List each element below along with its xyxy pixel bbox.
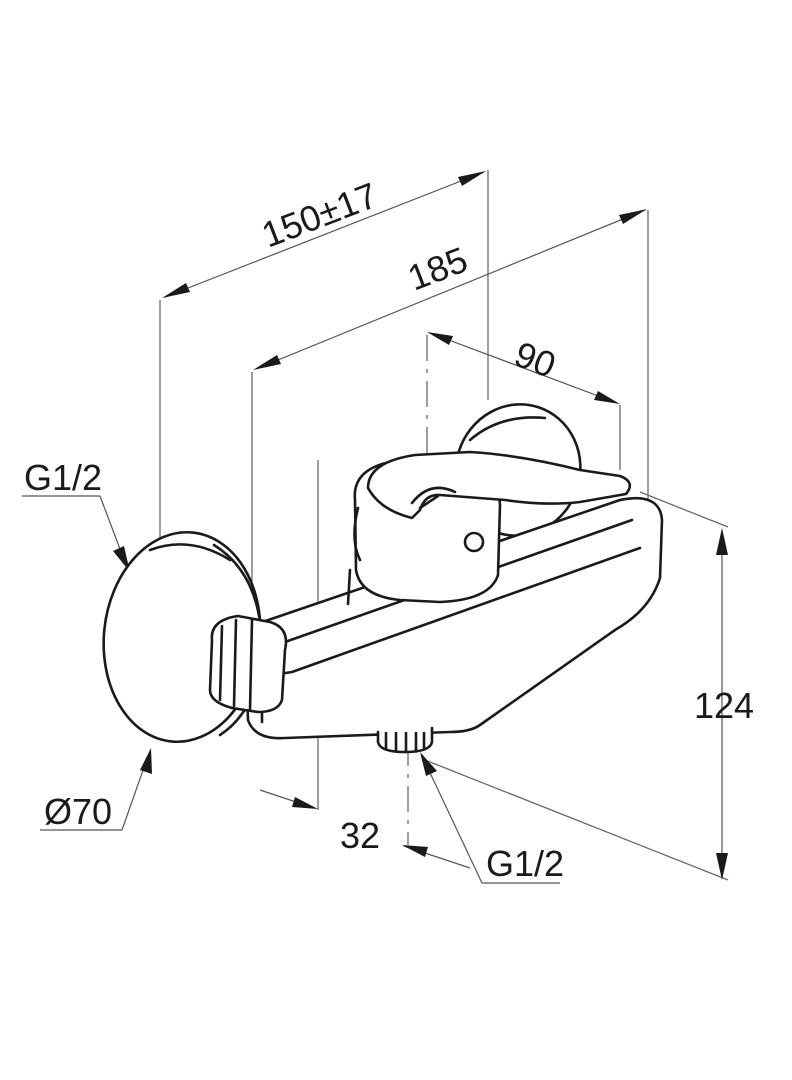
dimension-124 (716, 528, 728, 880)
label-185: 185 (402, 239, 473, 299)
leader-outlet-thread (420, 752, 560, 884)
leader-inlet-thread (22, 495, 130, 572)
dimension-185 (253, 209, 647, 370)
leader-rosette-diameter (40, 748, 152, 831)
label-outlet-thread: G1/2 (486, 843, 564, 884)
inlet-coupling-nut (208, 614, 288, 714)
lever-handle (366, 450, 632, 520)
label-150: 150±17 (256, 174, 383, 255)
label-32: 32 (340, 815, 380, 856)
outlet-thread (376, 726, 434, 754)
label-124: 124 (694, 685, 754, 726)
label-90: 90 (509, 333, 561, 386)
label-inlet-thread: G1/2 (24, 457, 102, 498)
dimension-150 (162, 171, 486, 298)
label-rosette-diameter: Ø70 (44, 791, 112, 832)
dimension-32 (259, 789, 471, 869)
dimension-90 (427, 332, 620, 404)
